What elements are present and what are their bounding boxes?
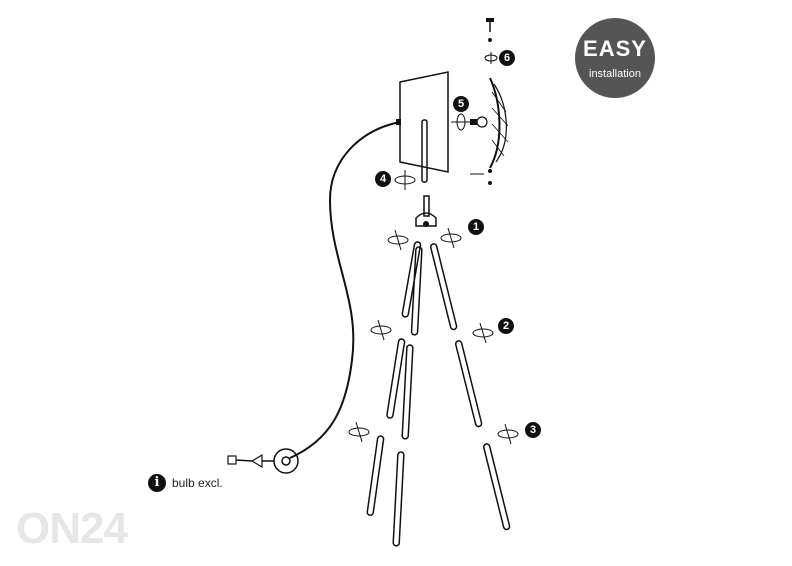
badge-title: EASY: [583, 36, 647, 61]
shade-diffuser: [470, 77, 509, 185]
tripod-legs: [366, 241, 511, 547]
screw-icon: [486, 18, 494, 42]
info-icon: i: [148, 474, 166, 492]
power-cord: [289, 121, 401, 459]
step-3-marker: 3: [525, 422, 541, 438]
tripod-head: [415, 195, 437, 227]
step-6-marker: 6: [499, 50, 515, 66]
step-5-marker: 5: [453, 96, 469, 112]
easy-installation-badge: EASY installation: [575, 18, 655, 98]
lamp-shade: [396, 71, 449, 183]
step-4-marker: 4: [375, 171, 391, 187]
rotate-arrow-icons: [348, 52, 519, 445]
brand-watermark: ON24: [16, 504, 128, 553]
step-2-marker: 2: [498, 318, 514, 334]
step-1-marker: 1: [468, 219, 484, 235]
bulb-note-text: bulb excl.: [172, 476, 223, 490]
bulb-icon: [470, 116, 488, 128]
bulb-note: i bulb excl.: [148, 473, 223, 493]
plug-icon: [227, 448, 299, 474]
badge-subtitle: installation: [589, 68, 641, 80]
